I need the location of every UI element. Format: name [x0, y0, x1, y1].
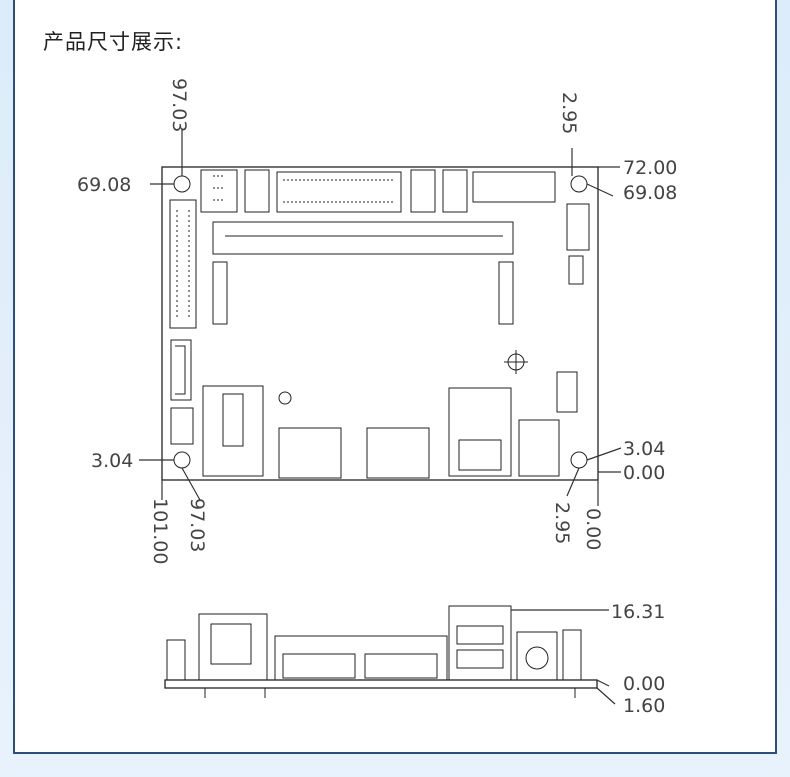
dim-side-height: 16.31 [611, 601, 665, 623]
dim-top-left-vertical: 97.03 [168, 78, 190, 132]
small-ring [278, 391, 292, 405]
dim-side-base: 0.00 [623, 673, 665, 695]
dim-bottom-right-b: 0.00 [582, 508, 604, 550]
dim-left-top: 69.08 [77, 174, 131, 196]
dim-right-bottom-b: 0.00 [623, 462, 665, 484]
dim-bottom-left-b: 97.03 [186, 498, 208, 552]
dim-right-top-a: 72.00 [623, 157, 677, 179]
io-connectors [202, 385, 560, 479]
dimension-lines-top [139, 130, 622, 506]
side-view [164, 605, 598, 698]
dimension-drawing: 97.03 2.95 69.08 72.00 69.08 3.04 3.04 0… [77, 78, 677, 717]
left-connector [169, 199, 197, 445]
dim-left-bottom: 3.04 [91, 450, 133, 472]
diagram-card: 产品尺寸展示: [13, 0, 777, 754]
section-heading: 产品尺寸展示: [43, 30, 184, 54]
dim-bottom-right-a: 2.95 [551, 502, 573, 544]
dim-bottom-left-a: 101.00 [149, 498, 171, 564]
dim-top-right-vertical: 2.95 [558, 92, 580, 134]
dim-right-top-b: 69.08 [623, 182, 677, 204]
fan-header [556, 371, 578, 413]
memory-slot [212, 221, 514, 325]
dim-right-bottom-a: 3.04 [623, 438, 665, 460]
top-headers [200, 169, 590, 285]
dimension-lines-side [511, 609, 616, 705]
dim-side-thickness: 1.60 [623, 695, 665, 717]
